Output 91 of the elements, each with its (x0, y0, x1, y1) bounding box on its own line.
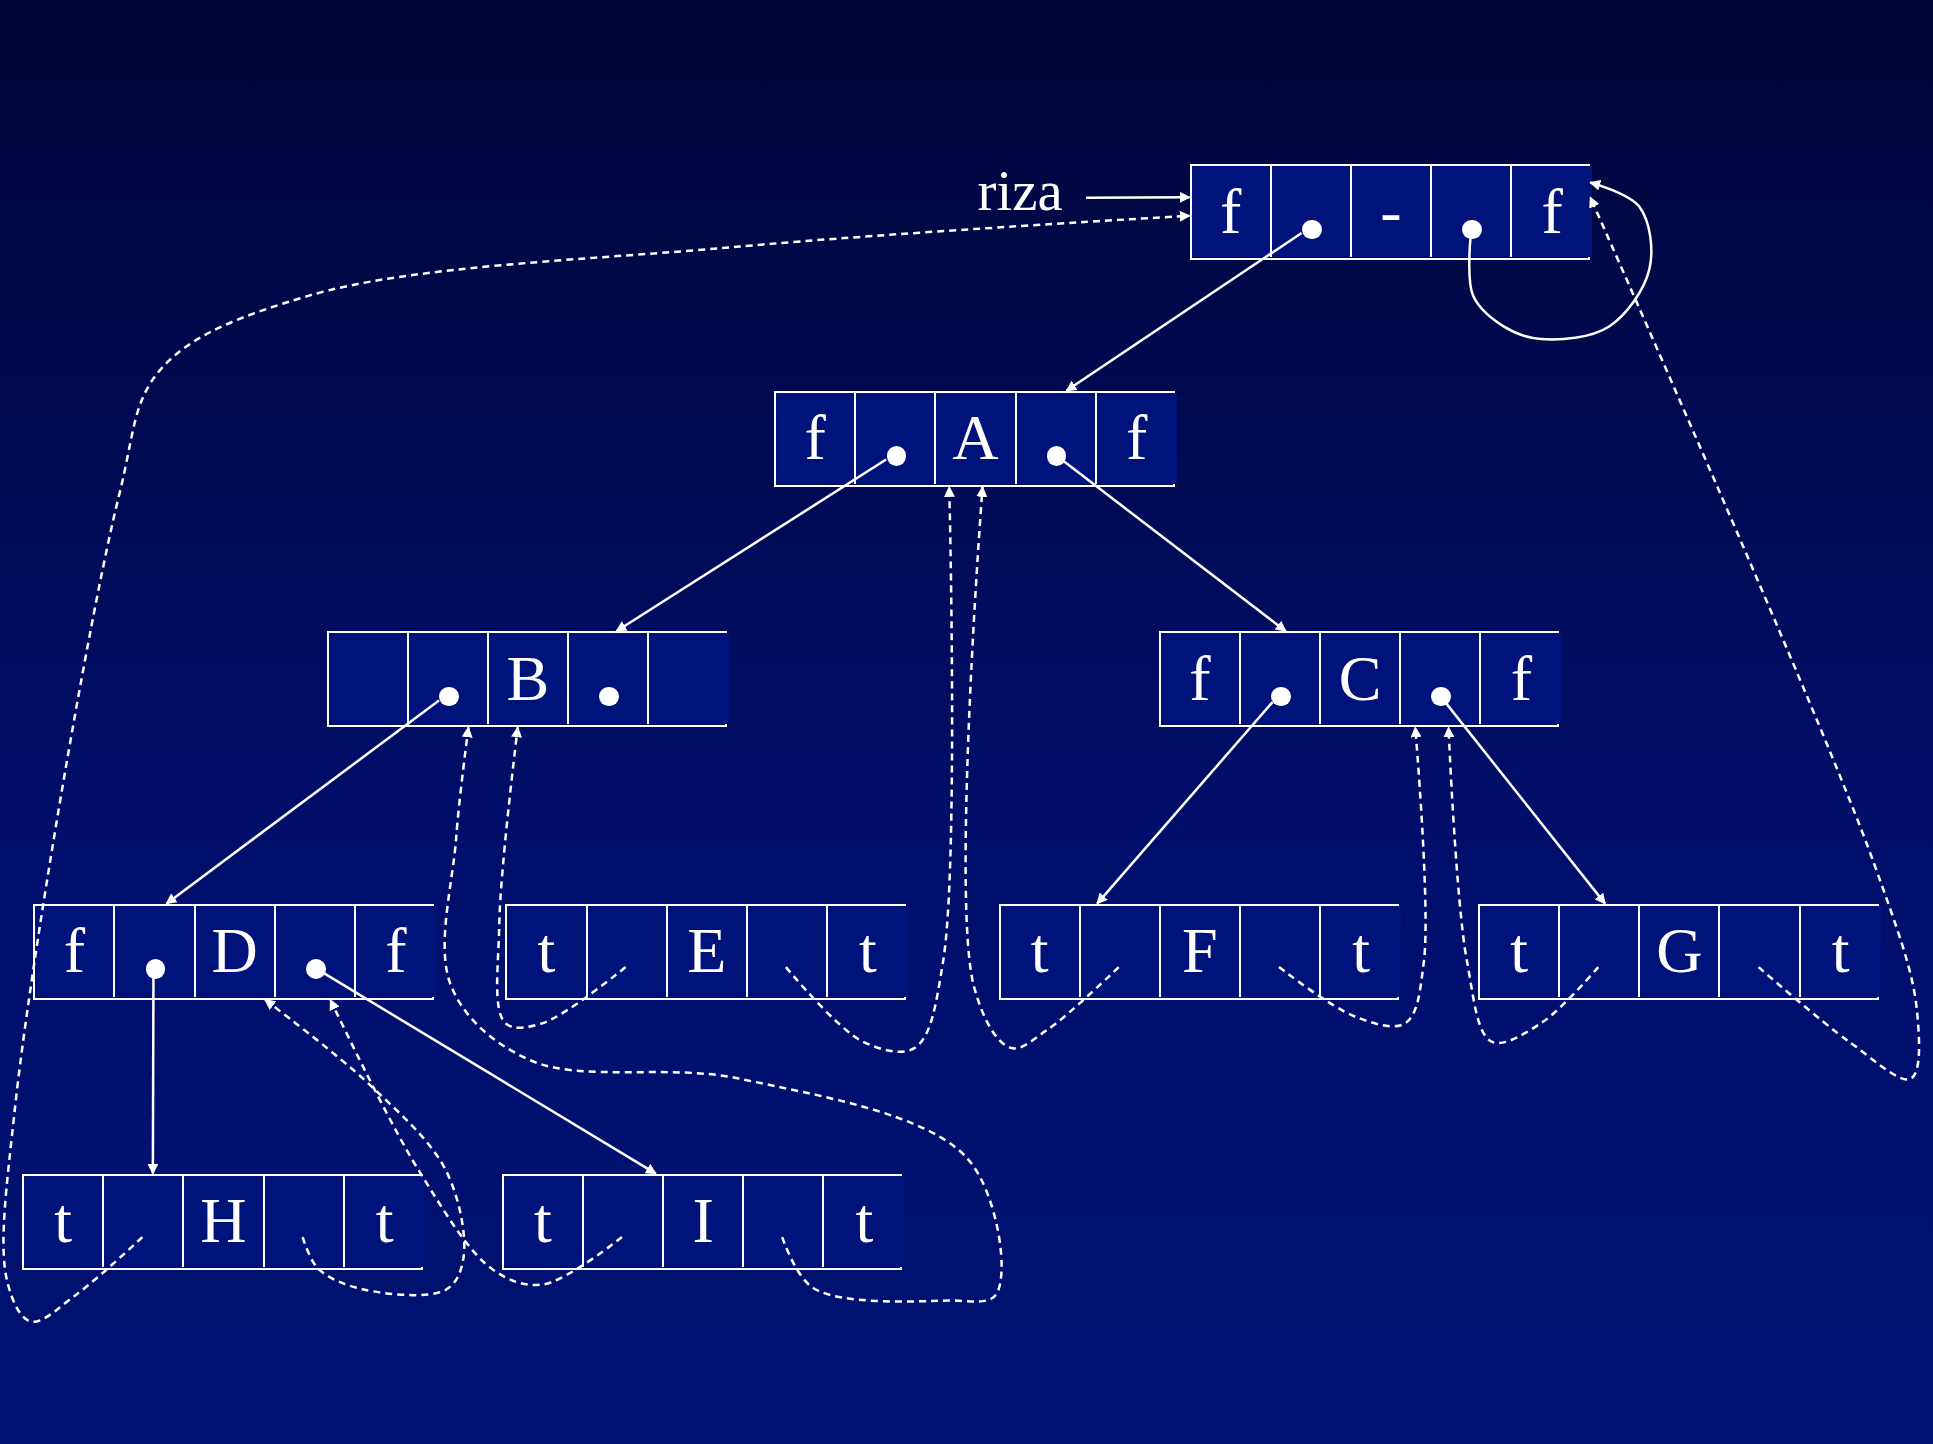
pointer-dot (886, 446, 907, 467)
record-field (264, 1175, 345, 1267)
record-field: f (776, 392, 857, 484)
pointer-arrow (1444, 701, 1607, 905)
record-field: G (1640, 905, 1721, 997)
record-field (1560, 905, 1641, 997)
record-box (22, 1173, 423, 1270)
pointer-arrow (1468, 179, 1653, 341)
record-field (408, 633, 489, 725)
record-field: t (824, 1175, 905, 1267)
record-field: f (1481, 633, 1562, 725)
record-field (587, 905, 668, 997)
record-field (856, 392, 937, 484)
record-field: A (936, 392, 1017, 484)
record-field (744, 1175, 825, 1267)
record-field (1240, 905, 1322, 997)
thread-arrow (964, 485, 1120, 1050)
thread-arrow (495, 726, 627, 1029)
record-field (1080, 905, 1161, 997)
pointer-dot (145, 959, 166, 979)
record-box (1158, 631, 1560, 728)
record-field: f (1512, 165, 1593, 258)
record-box (1189, 163, 1591, 261)
record-field (104, 1175, 185, 1267)
record-field: f (35, 905, 116, 997)
thread-arrow (1589, 196, 1921, 1080)
record-field: E (667, 905, 748, 997)
pointer-arrow (1065, 231, 1303, 392)
record-field (328, 633, 409, 725)
pointer-arrow (1086, 191, 1191, 203)
pointer-arrow (1096, 701, 1274, 905)
record-field (569, 633, 650, 725)
record-field (1432, 165, 1513, 258)
pointer-dot (1462, 219, 1482, 240)
record-field (1016, 392, 1097, 484)
record-field (1240, 633, 1322, 725)
record-field (649, 633, 730, 725)
record-field: - (1351, 165, 1432, 258)
record-box (998, 903, 1400, 1000)
thread-arrow (784, 485, 955, 1053)
record-field (1401, 633, 1482, 725)
record-box (501, 1173, 903, 1270)
record-box (505, 903, 907, 1000)
pointer-name: riza (977, 157, 1063, 223)
pointer-arrow (615, 458, 887, 633)
record-field: t (507, 905, 588, 997)
record-field (115, 905, 196, 997)
pointer-arrow (147, 976, 159, 1175)
record-field: t (503, 1175, 584, 1267)
record-field: F (1160, 905, 1241, 997)
thread-arrow (2, 210, 1191, 1323)
record-field: H (184, 1175, 265, 1267)
thread-arrow (329, 998, 623, 1287)
record-field: f (1191, 165, 1272, 258)
pointer-dot (1431, 686, 1452, 707)
record-box (33, 903, 434, 1000)
thread-arrow (443, 726, 1003, 1303)
record-field: t (344, 1175, 425, 1267)
record-field: f (1160, 633, 1241, 725)
pointer-arrow (321, 971, 657, 1175)
pointer-dot (599, 686, 619, 707)
pointer-dot (1301, 219, 1322, 240)
thread-arrow (1278, 726, 1427, 1028)
pointer-arrow (165, 699, 440, 905)
record-box (1478, 903, 1879, 1000)
record-field: D (195, 905, 276, 997)
pointer-dot (305, 959, 326, 979)
record-field: B (488, 633, 570, 725)
record-field: t (1800, 905, 1881, 997)
record-field: t (1000, 905, 1081, 997)
record-field: f (1096, 392, 1177, 484)
record-field: t (1480, 905, 1561, 997)
record-field: C (1321, 633, 1402, 725)
record-field (1720, 905, 1801, 997)
record-field: t (827, 905, 909, 997)
record-field: t (1321, 905, 1402, 997)
record-field (1271, 165, 1352, 258)
thread-arrow (264, 998, 466, 1297)
record-field: f (355, 905, 436, 997)
pointer-dot (439, 686, 459, 707)
thread-arrow (1443, 726, 1600, 1045)
record-box (774, 390, 1175, 487)
record-box (326, 631, 728, 728)
record-field (747, 905, 828, 997)
pointer-arrow (1061, 459, 1287, 633)
pointer-dot (1271, 686, 1291, 707)
pointer-dot (1046, 446, 1067, 467)
record-field (275, 905, 356, 997)
record-field: I (664, 1175, 745, 1267)
record-field (583, 1175, 664, 1267)
record-field: t (24, 1175, 105, 1267)
